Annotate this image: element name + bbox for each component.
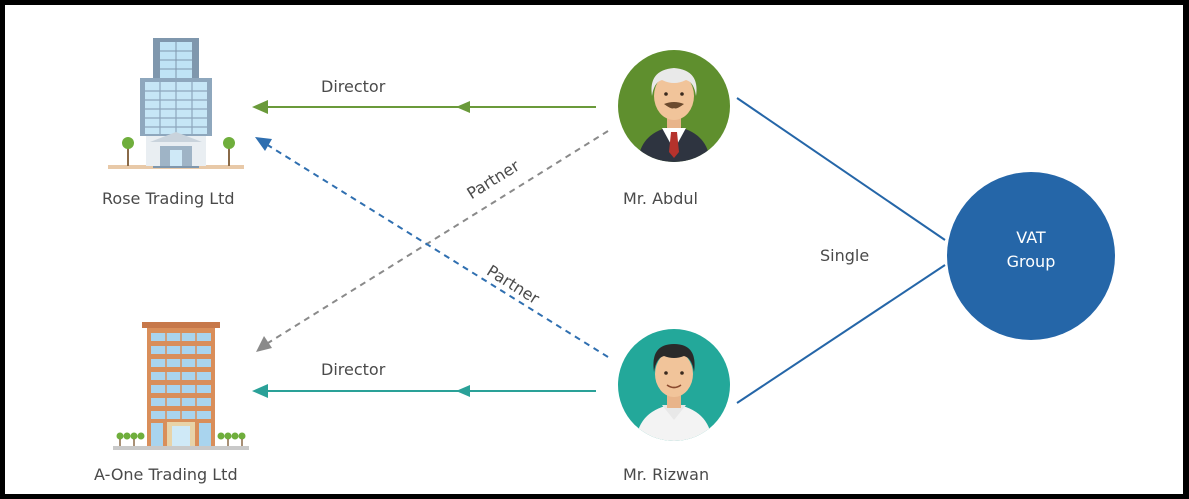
single-line-abdul-vat [736, 97, 946, 241]
abdul-label: Mr. Abdul [623, 189, 698, 208]
vat-group-label: VAT Group [966, 226, 1096, 274]
office-tower-icon [108, 38, 244, 169]
partner-arrow-abdul-aone [256, 130, 609, 352]
director-label-abdul: Director [321, 77, 386, 96]
single-label: Single [820, 246, 870, 265]
young-man-avatar-icon [618, 329, 730, 441]
rizwan-label: Mr. Rizwan [623, 465, 710, 484]
elderly-man-avatar-icon [618, 50, 730, 162]
rose-trading-label: Rose Trading Ltd [102, 189, 235, 208]
vat-group-circle [947, 172, 1115, 340]
aone-trading-label: A-One Trading Ltd [94, 465, 238, 484]
vat-group-line2: Group [1006, 252, 1056, 271]
director-arrow-abdul-rose [252, 100, 596, 114]
director-label-rizwan: Director [321, 360, 386, 379]
director-arrow-rizwan-aone [252, 384, 596, 398]
single-line-rizwan-vat [736, 264, 946, 404]
partner-arrow-rizwan-rose [255, 137, 609, 358]
brick-building-icon [113, 322, 249, 450]
vat-group-line1: VAT [1016, 228, 1046, 247]
